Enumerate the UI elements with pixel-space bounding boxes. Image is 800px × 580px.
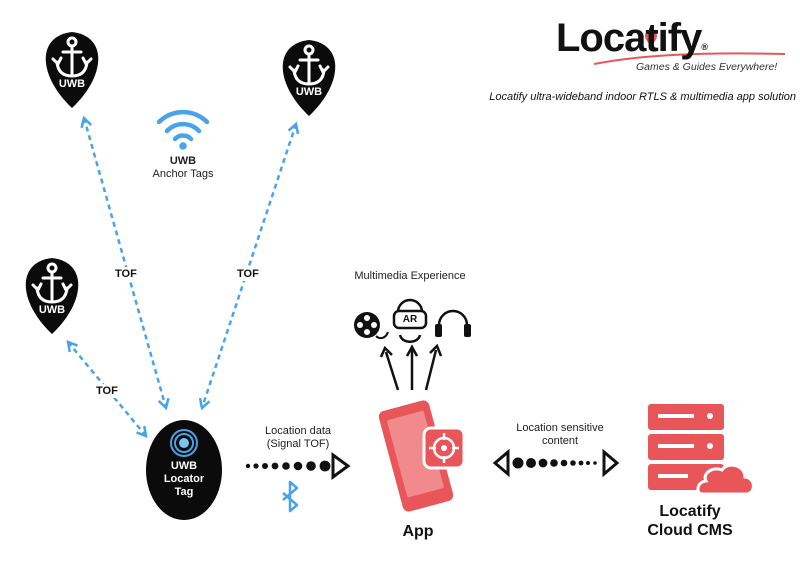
multimedia-title: Multimedia Experience xyxy=(354,270,466,282)
brand-tagline: Games & Guides Everywhere! xyxy=(636,61,778,73)
anchor-tags-legend: UWB Anchor Tags xyxy=(143,155,223,181)
content-line2: content xyxy=(541,435,579,447)
registered-mark: ® xyxy=(701,42,708,52)
multimedia-arrows xyxy=(379,343,443,391)
location-data-arrow xyxy=(245,452,351,480)
bluetooth-icon xyxy=(282,480,299,513)
anchor-pin-top-left xyxy=(44,30,100,110)
content-arrow xyxy=(492,448,620,478)
brand-logo: Locatify® xyxy=(556,16,708,61)
locator-tag-label: UWB Locator Tag xyxy=(146,460,222,499)
anchor-label-top-right: UWB xyxy=(295,86,323,98)
locator-line2: Locator xyxy=(163,473,205,485)
location-data-label: Location data (Signal TOF) xyxy=(248,425,348,451)
logo-pin-icon xyxy=(645,30,657,46)
cms-label: Locatify Cloud CMS xyxy=(625,502,755,540)
anchor-label-middle-left: UWB xyxy=(38,304,66,316)
cloud-server-icon xyxy=(648,404,755,496)
content-line1: Location sensitive xyxy=(516,422,604,434)
anchor-label-top-left: UWB xyxy=(58,78,86,90)
tof-label-left: TOF xyxy=(112,267,140,281)
brand-name: Locatify xyxy=(556,16,702,60)
tof-label-bottom: TOF xyxy=(93,384,121,398)
film-reel-icon xyxy=(354,312,389,340)
ar-headset-icon xyxy=(392,298,428,343)
locator-tag xyxy=(146,420,222,520)
locator-line3: Tag xyxy=(174,486,194,498)
cms-line2: Cloud CMS xyxy=(647,522,733,539)
anchor-pin-top-right xyxy=(281,38,337,118)
anchor-legend-subtitle: Anchor Tags xyxy=(152,168,214,180)
locator-line1: UWB xyxy=(170,460,198,472)
location-data-line2: (Signal TOF) xyxy=(266,438,330,450)
anchor-legend-title: UWB xyxy=(169,155,197,167)
headphones-icon xyxy=(435,309,471,337)
app-phone-icon xyxy=(378,400,466,512)
cms-line1: Locatify xyxy=(659,503,721,520)
ar-label: AR xyxy=(402,314,418,325)
location-data-line1: Location data xyxy=(264,425,332,437)
content-label: Location sensitive content xyxy=(500,422,620,448)
app-label: App xyxy=(402,523,434,540)
logo-swoosh xyxy=(593,52,786,65)
tof-arrow-side-anchor xyxy=(66,340,148,438)
tof-label-right: TOF xyxy=(234,267,262,281)
anchor-pin-middle-left xyxy=(24,256,80,336)
wifi-icon xyxy=(156,109,210,150)
tof-arrow-right-anchor xyxy=(198,121,300,411)
diagram-subtitle: Locatify ultra-wideband indoor RTLS & mu… xyxy=(489,91,796,103)
